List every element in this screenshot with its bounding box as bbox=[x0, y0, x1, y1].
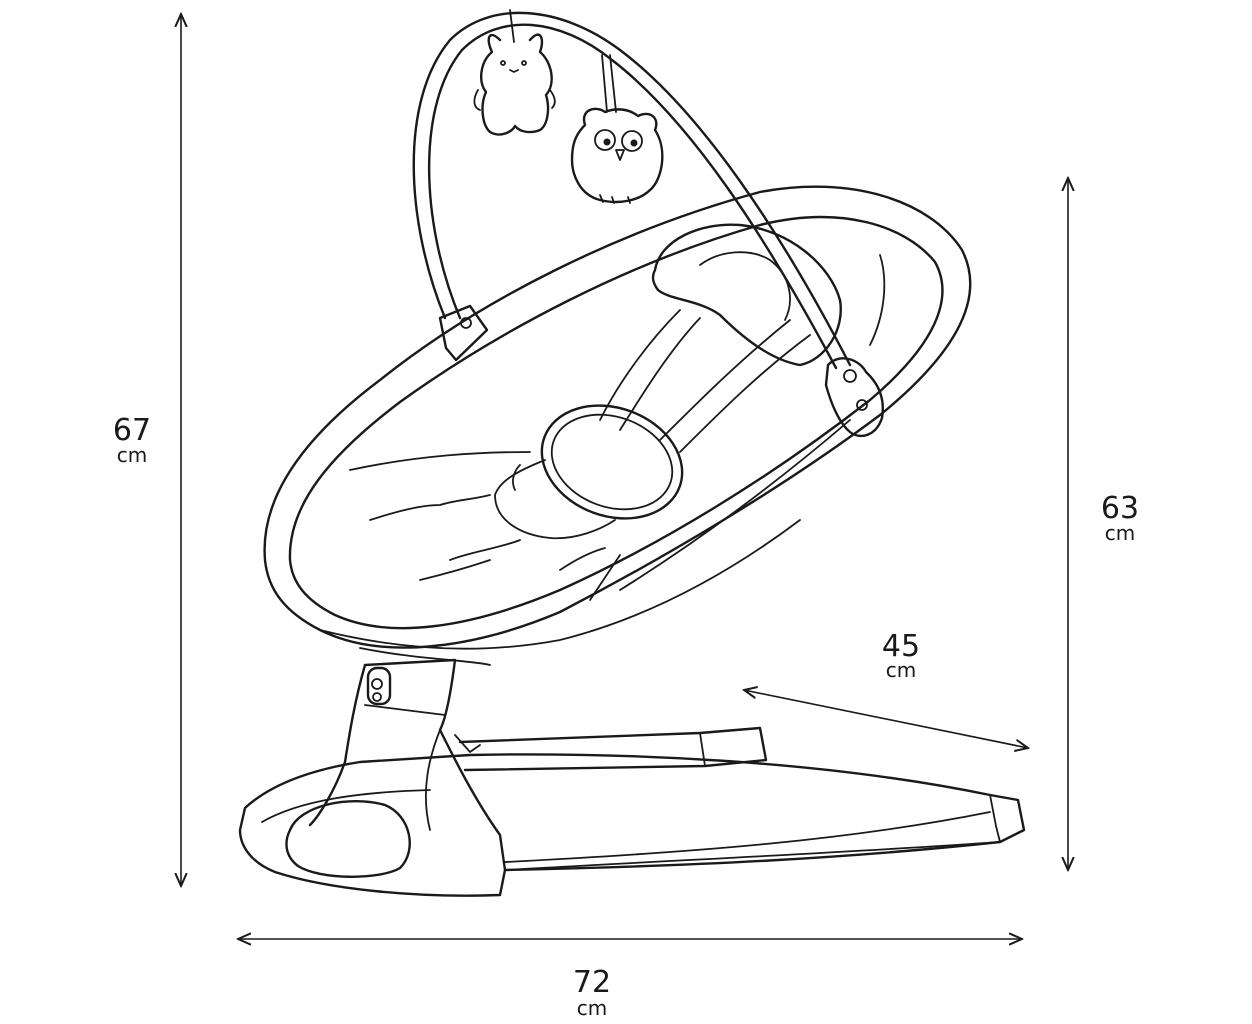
bunny-toy-icon bbox=[473, 9, 556, 136]
bouncer-illustration bbox=[238, 9, 1026, 897]
fabric-seat bbox=[349, 254, 886, 601]
pedestal bbox=[308, 658, 507, 872]
depth-value: 45 bbox=[882, 629, 920, 664]
control-knob bbox=[366, 666, 392, 706]
toy-arch bbox=[412, 11, 884, 438]
base-rocker bbox=[238, 753, 1026, 897]
owl-toy-icon bbox=[570, 54, 664, 204]
depth-unit: cm bbox=[886, 658, 916, 682]
height-seat-value: 63 bbox=[1101, 491, 1139, 526]
seat-shell bbox=[263, 185, 972, 666]
crotch-pad bbox=[494, 404, 684, 540]
headrest-pillow bbox=[651, 223, 842, 367]
depth-arrow bbox=[744, 690, 1028, 748]
width-unit: cm bbox=[577, 996, 607, 1020]
height-seat-unit: cm bbox=[1105, 521, 1135, 545]
height-total-unit: cm bbox=[117, 443, 147, 467]
height-total-value: 67 bbox=[113, 413, 151, 448]
rear-support-bar bbox=[454, 726, 768, 772]
width-value: 72 bbox=[573, 965, 611, 1000]
